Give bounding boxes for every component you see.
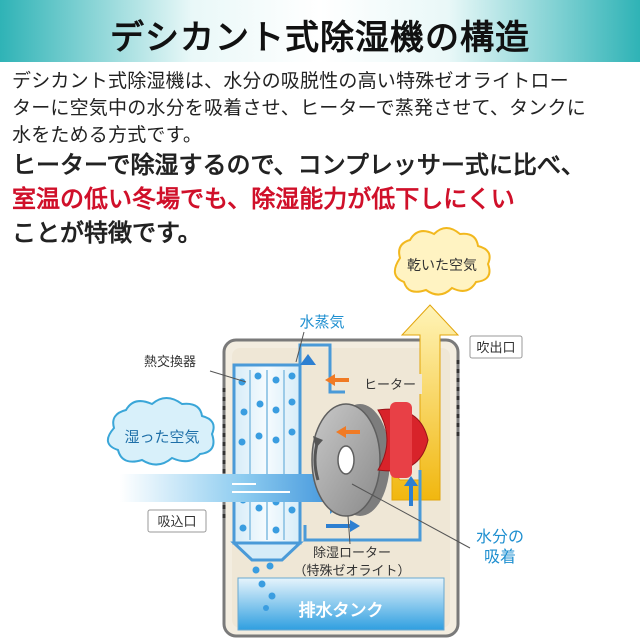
highlight-line: ことが特徴です。 (12, 219, 202, 247)
blue-arrow-up-shaft (409, 486, 413, 506)
dry-air-cloud (393, 227, 491, 296)
heat-exchanger-label: 熱交換器 (144, 354, 196, 370)
highlight-paragraph: ヒーターで除湿するので、コンプレッサー式に比べ、 室温の低い冬場でも、除湿能力が… (12, 148, 632, 250)
outlet-label: 吹出口 (476, 341, 515, 356)
intro-line: ターに空気中の水分を吸着させ、ヒーターで蒸発させて、タンクに (12, 97, 586, 119)
vapor-duct (298, 343, 345, 394)
dry-air-label: 乾いた空気 (407, 258, 477, 274)
heat-exchanger-funnel (230, 541, 304, 562)
moisture-adsorption-label-1: 水分の (476, 527, 524, 546)
rotation-arrowhead (313, 436, 323, 448)
vapor-arrow (300, 354, 316, 365)
heat-exchanger-leader (209, 370, 247, 383)
heater-label-box (360, 374, 422, 394)
return-duct (303, 470, 422, 542)
intro-paragraph: デシカント式除湿機は、水分の吸脱性の高い特殊ゼオライトロー ターに空気中の水分を… (12, 68, 632, 149)
rotor-hub (337, 445, 355, 475)
heater-element (390, 402, 412, 478)
rotor-label-2: （特殊ゼオライト） (293, 564, 410, 579)
drain-tank (237, 577, 445, 631)
orange-arrow-left-2-shaft (344, 430, 360, 434)
highlight-line-red: 室温の低い冬場でも、除湿能力が低下しにくい (12, 185, 515, 213)
intake-box (147, 509, 207, 533)
blue-arrow-up (404, 476, 418, 486)
humid-air-cloud (107, 397, 215, 466)
intake-label: 吸込口 (157, 515, 196, 530)
rotor-leader (347, 515, 351, 545)
water-vapor-label: 水蒸気 (299, 313, 344, 331)
heater-label: ヒーター (364, 378, 416, 393)
humid-air-inflow-arrow (120, 462, 362, 514)
moisture-adsorption-label-2: 吸着 (484, 547, 516, 566)
highlight-line: ヒーターで除湿するので、コンプレッサー式に比べ、 (12, 151, 585, 179)
outlet-box (469, 335, 523, 359)
orange-arrow-left (325, 374, 335, 386)
humid-air-label: 湿った空気 (124, 428, 199, 446)
intro-line: 水をためる方式です。 (12, 124, 203, 146)
moisture-adsorption-leader (351, 483, 471, 549)
page-title: デシカント式除湿機の構造 (110, 18, 530, 58)
orange-arrow-left-2 (336, 426, 346, 438)
drain-tank-label: 排水タンク (299, 600, 384, 621)
title-banner: デシカント式除湿機の構造 (0, 0, 640, 62)
rotor-label-1: 除湿ローター (313, 546, 391, 561)
intro-line: デシカント式除湿機は、水分の吸脱性の高い特殊ゼオライトロー (12, 70, 569, 92)
orange-arrow-left-shaft (333, 378, 349, 382)
water-vapor-leader (295, 331, 305, 363)
blue-arrow-right-shaft (326, 524, 350, 528)
blue-arrow-right (350, 520, 360, 532)
